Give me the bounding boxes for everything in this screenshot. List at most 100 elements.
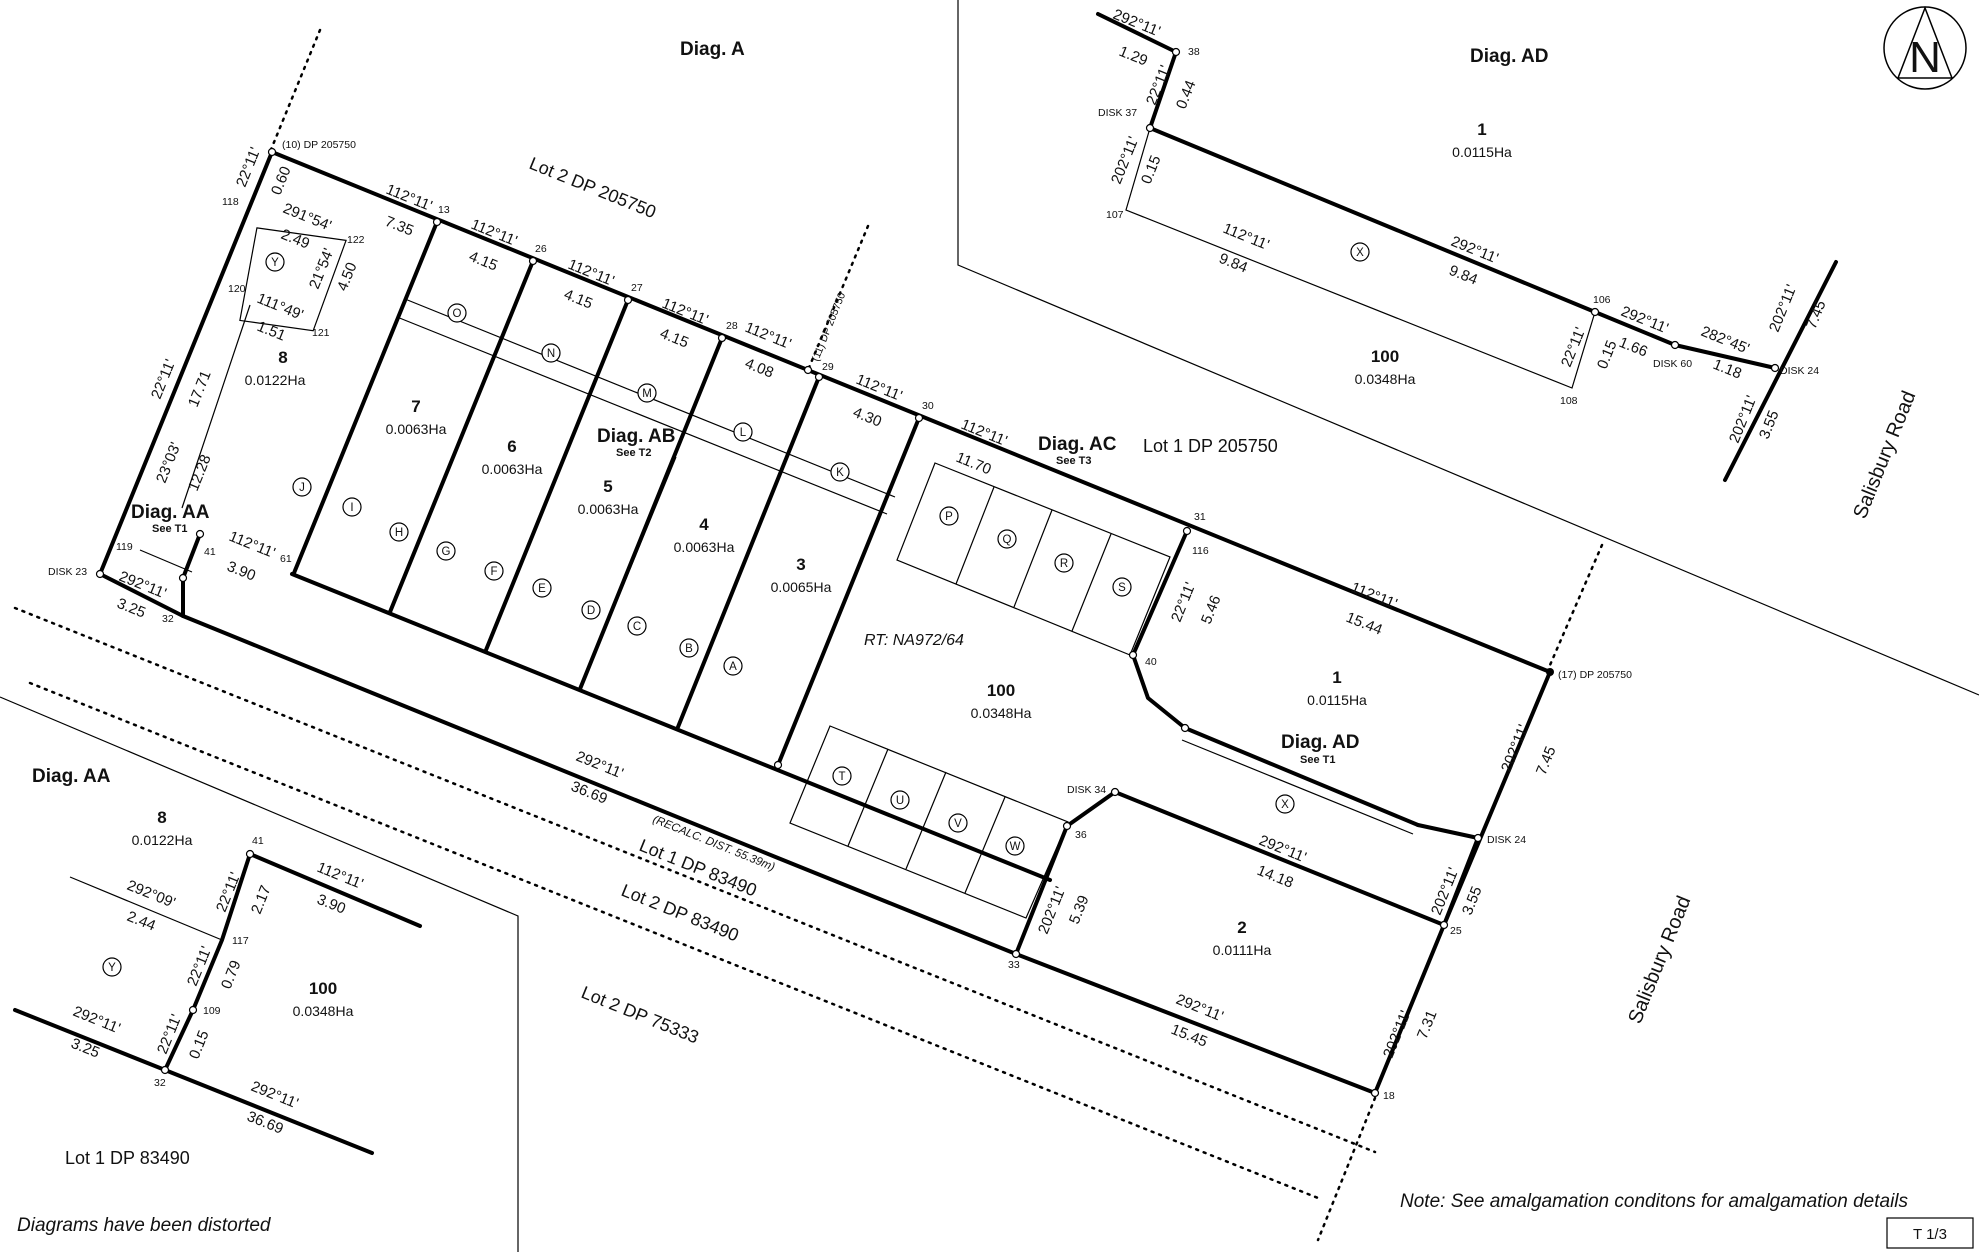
- label-aa-dims-b14: 36.69: [245, 1108, 286, 1138]
- point-31: 31: [1194, 511, 1206, 523]
- diag-ab-see: See T2: [616, 447, 651, 459]
- label-dims-d42: 7.45: [1533, 744, 1560, 777]
- lot2-dp205750: Lot 2 DP 205750: [527, 153, 659, 222]
- easement-pqrs: [896, 462, 1171, 656]
- rt-label: RT: NA972/64: [864, 632, 964, 649]
- boundary-lot1-south: [1416, 823, 1480, 840]
- point-116: 116: [1192, 545, 1209, 557]
- aa-point-32: 32: [154, 1077, 166, 1089]
- notes: Note: See amalgamation conditons for ama…: [17, 1191, 1947, 1243]
- main-boundaries: [98, 150, 1552, 1095]
- lot2-dp75333: Lot 2 DP 75333: [579, 982, 702, 1047]
- label-dims-d3: 112°11': [469, 216, 520, 250]
- easement-A: A: [729, 661, 737, 673]
- lot-5-number: 5: [603, 477, 612, 496]
- diag-ad-callout: Diag. AD: [1281, 732, 1359, 753]
- label-ad-dims-a10: 9.84: [1447, 262, 1480, 289]
- point-41: 41: [204, 546, 216, 558]
- label-dims-d5: 112°11': [566, 256, 617, 290]
- point-17: (17) DP 205750: [1558, 669, 1632, 681]
- easement-N: N: [547, 348, 555, 360]
- dotted-lines: [13, 28, 1604, 1242]
- label-aa-dims-b2: 2.17: [248, 883, 275, 916]
- diag-ad-title: Diag. AD: [1470, 46, 1548, 67]
- label-dims-d21: 23°03': [153, 440, 185, 486]
- point-118: 118: [222, 196, 239, 208]
- aa-point-109: 109: [203, 1005, 221, 1017]
- label-dims-d4: 4.15: [467, 248, 500, 275]
- label-dims-d35: 22°11': [1168, 580, 1199, 625]
- label-dims-d14: 11.70: [954, 449, 994, 478]
- label-dims-d2: 7.35: [383, 213, 416, 240]
- aa-point-117: 117: [232, 935, 249, 947]
- point-61: 61: [280, 553, 292, 565]
- point-27: 27: [631, 282, 643, 294]
- ad-point-107: 107: [1106, 209, 1124, 221]
- easement-T: T: [838, 771, 845, 783]
- ad-point-108: 108: [1560, 395, 1578, 407]
- diag-ab-callout: Diag. AB: [597, 426, 675, 447]
- sheet-number: T 1/3: [1913, 1226, 1947, 1243]
- easement-B: B: [685, 643, 693, 655]
- label-ad-dims-a1: 292°11': [1111, 6, 1163, 40]
- label-ad-dims-a3: 22°11': [1143, 63, 1174, 108]
- point-30: 30: [922, 400, 934, 412]
- point-122: 122: [347, 234, 365, 246]
- label-dims-d6: 4.15: [562, 286, 595, 313]
- easement-E: E: [538, 583, 546, 595]
- lot-3-area: 0.0065Ha: [771, 579, 832, 595]
- easement-C: C: [633, 621, 641, 633]
- survey-marks: [95, 47, 1780, 1098]
- label-dims-d10: 4.08: [743, 355, 776, 382]
- point-40: 40: [1145, 656, 1157, 668]
- diag-ad-frame: [957, 0, 1979, 696]
- north-arrow: N: [1883, 5, 1967, 90]
- salisbury-road-top: Salisbury Road: [1849, 388, 1920, 522]
- aa-boundary-side: [163, 852, 252, 1072]
- point-33: 33: [1008, 959, 1020, 971]
- point-11: (11) DP 205750: [810, 291, 849, 363]
- lot-8-area: 0.0122Ha: [245, 372, 306, 388]
- north-label: N: [1909, 33, 1941, 82]
- label-ad-dims-a18: 7.45: [1803, 298, 1830, 331]
- label-dims-d29: 112°11': [227, 528, 278, 562]
- label-dims-d38: 14.18: [1255, 862, 1296, 892]
- point-119: 119: [116, 541, 133, 553]
- diag-aa-title: Diag. AA: [32, 766, 111, 787]
- ad-lot-100-area: 0.0348Ha: [1355, 371, 1416, 387]
- label-dims-d18: 0.60: [268, 164, 295, 197]
- label-dims-d36: 5.46: [1198, 593, 1225, 626]
- point-29: 29: [822, 361, 834, 373]
- ad-easement-X: X: [1356, 247, 1364, 259]
- diag-ad-see: See T1: [1300, 754, 1335, 766]
- ad-lot-1-number: 1: [1477, 120, 1486, 139]
- label-dims-d16: 15.44: [1344, 609, 1385, 639]
- label-dims-d28: 1.51: [255, 318, 288, 345]
- label-ad-dims-a4: 0.44: [1173, 78, 1200, 111]
- lot-6-area: 0.0063Ha: [482, 461, 543, 477]
- label-aa-dims-b11: 292°11': [71, 1003, 123, 1037]
- lot-100-number: 100: [987, 681, 1015, 700]
- boundary-rear: [290, 572, 1052, 882]
- boundary-lot1-row: [1183, 726, 1420, 827]
- label-dims-d20: 17.71: [185, 368, 215, 409]
- lot-100-area: 0.0348Ha: [971, 705, 1032, 721]
- distorted-note: Diagrams have been distorted: [17, 1215, 272, 1236]
- lot-4-number: 4: [699, 515, 709, 534]
- ad-dimension-labels: 292°11' 1.29 22°11' 0.44 202°11' 0.15 11…: [1108, 6, 1830, 446]
- unit-divider-6: [388, 259, 535, 614]
- easement-P: P: [945, 511, 953, 523]
- easement-K: K: [836, 467, 844, 479]
- diag-ac-callout: Diag. AC: [1038, 434, 1117, 455]
- easement-X: X: [1281, 799, 1289, 811]
- sheet-box: [1886, 1217, 1974, 1249]
- boundary-lot1-west: [1131, 529, 1189, 730]
- diag-aa-frame: [0, 696, 519, 1252]
- label-dims-d46: 7.31: [1414, 1008, 1441, 1041]
- lot-2-area: 0.0111Ha: [1213, 942, 1272, 958]
- ad-easement-x: [1125, 127, 1596, 389]
- point-32: 32: [162, 613, 174, 625]
- easement-R: R: [1060, 558, 1068, 570]
- easement-Q: Q: [1003, 534, 1012, 546]
